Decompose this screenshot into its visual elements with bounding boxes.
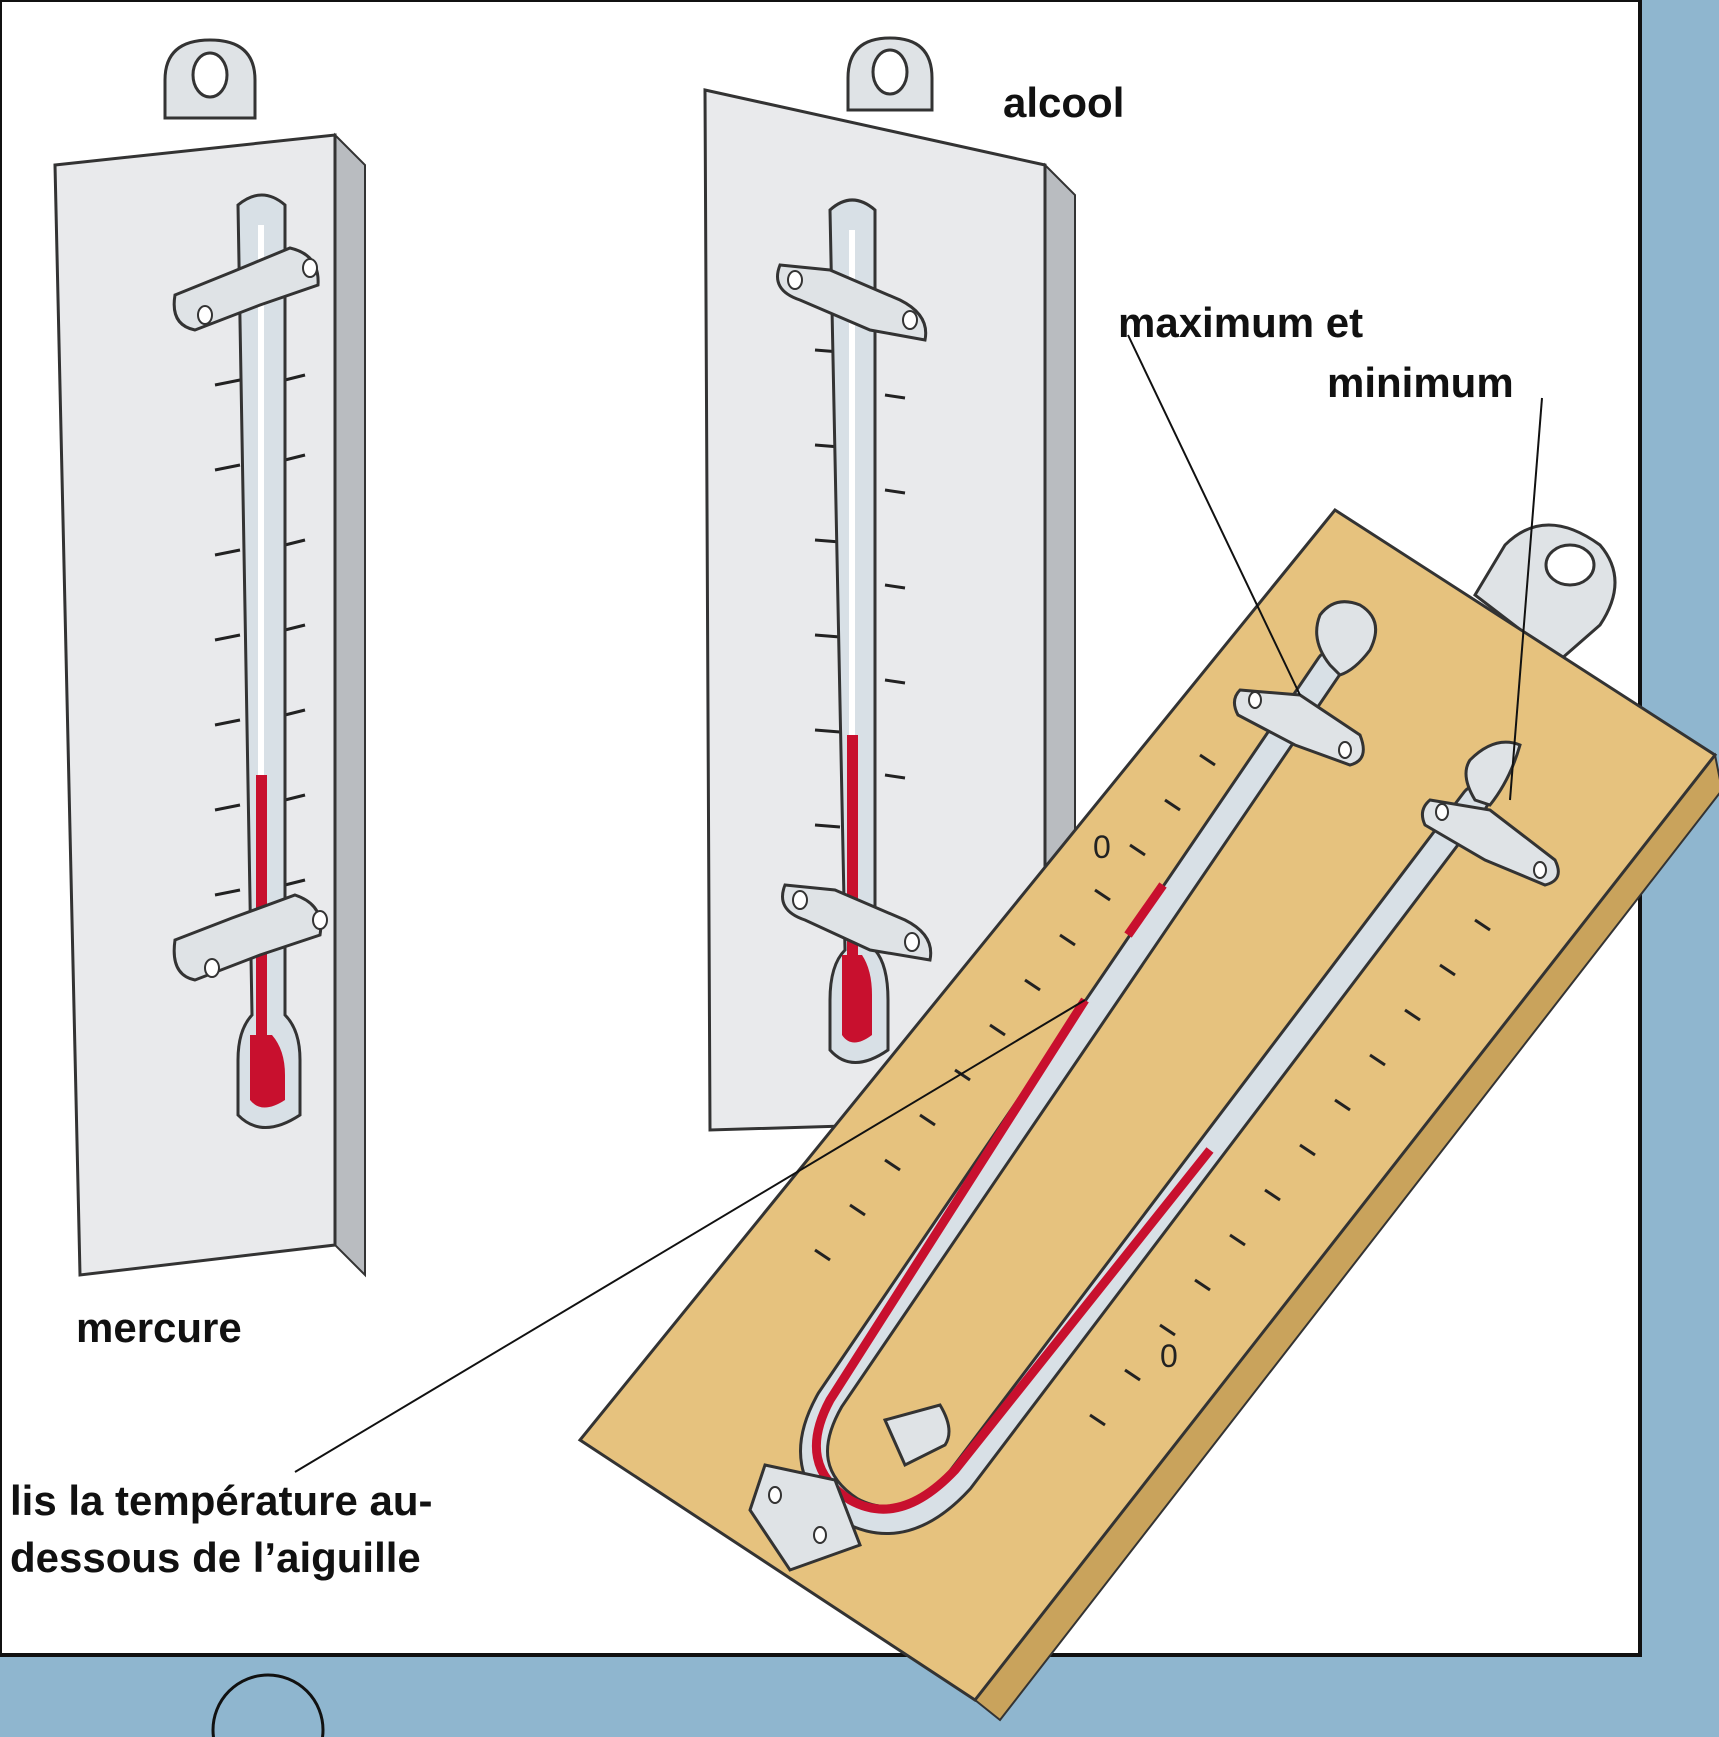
min-zero-mark: 0 bbox=[1160, 1338, 1178, 1374]
max-min-thermometer: 0 0 bbox=[577, 508, 1719, 1722]
label-max-min-line2: minimum bbox=[1327, 359, 1514, 406]
blue-border-bottom bbox=[0, 1657, 1719, 1737]
label-alcohol: alcool bbox=[1003, 79, 1125, 126]
label-reading-line1: lis la température au- bbox=[10, 1477, 433, 1524]
label-reading-line2: dessous de l’aiguille bbox=[10, 1534, 421, 1581]
mercury-column bbox=[256, 775, 267, 1035]
leader-lines bbox=[294, 334, 1543, 1473]
mercury-thermometer bbox=[53, 38, 366, 1278]
max-min-liquid bbox=[811, 997, 1214, 1514]
circle-mark bbox=[211, 1673, 325, 1737]
max-zero-mark: 0 bbox=[1093, 829, 1111, 865]
label-mercury: mercure bbox=[76, 1304, 242, 1351]
alcohol-thermometer bbox=[703, 36, 1076, 1132]
label-max-min-line1: maximum et bbox=[1118, 299, 1364, 346]
alcohol-column bbox=[847, 735, 858, 955]
